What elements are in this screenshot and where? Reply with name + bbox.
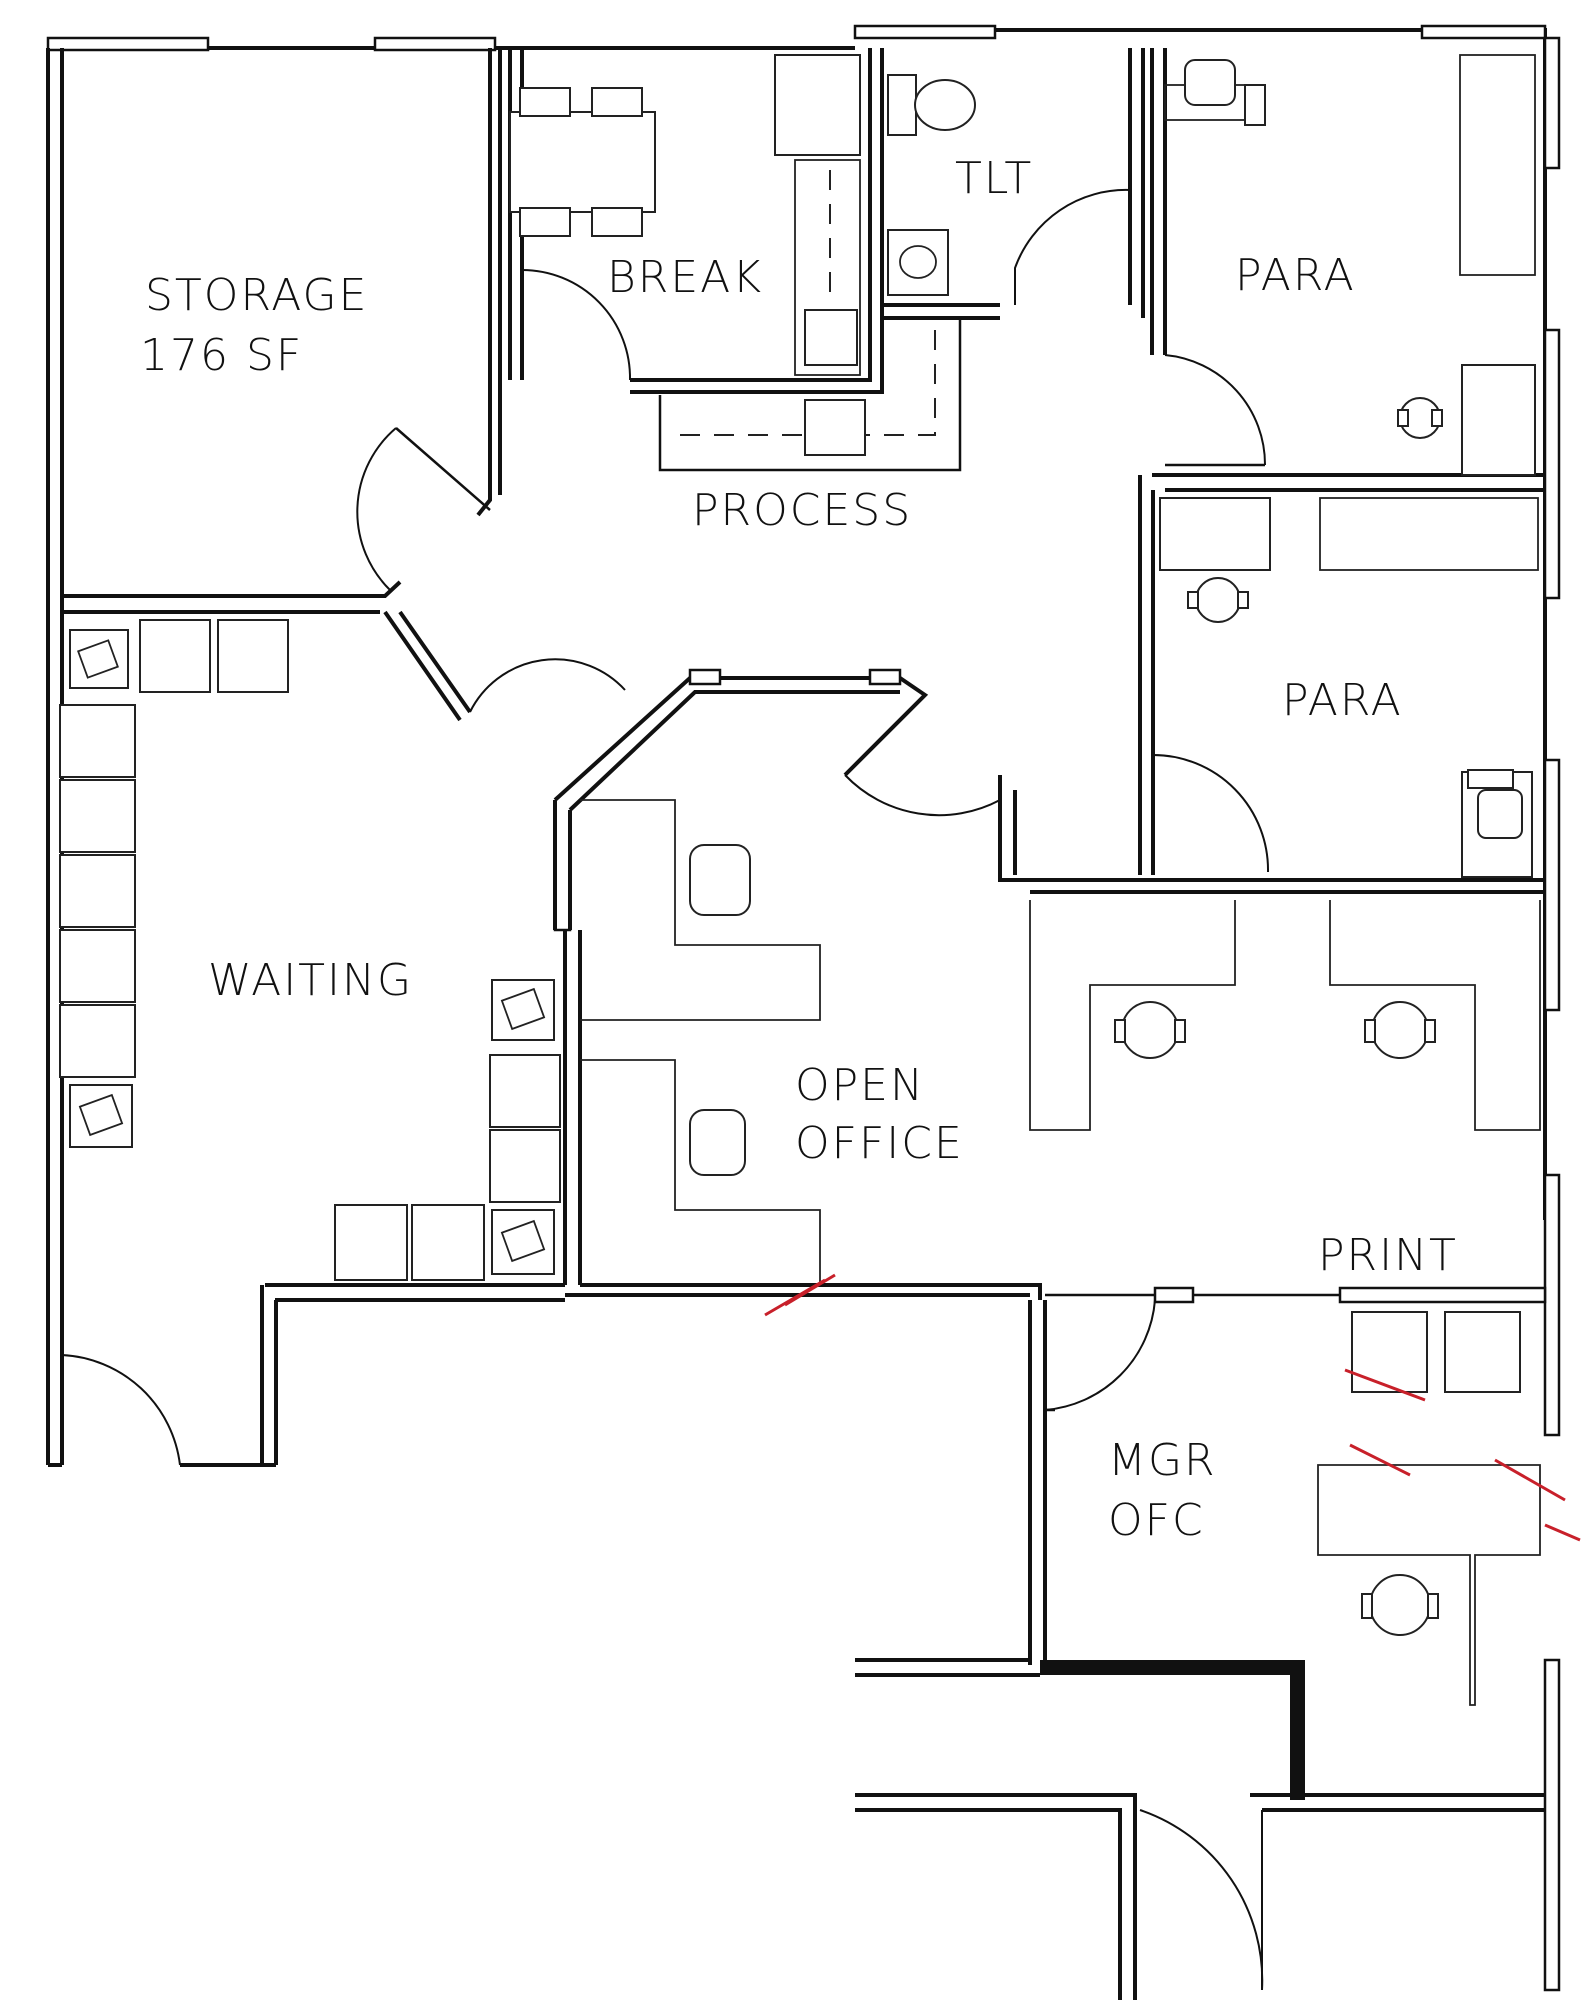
window-top-3 [853, 24, 997, 40]
chair [1351, 1311, 1428, 1393]
waiting-label: WAITING [208, 955, 413, 1006]
wall-cap [1338, 1286, 1547, 1304]
desk [1159, 497, 1271, 571]
window-right-4 [1543, 1173, 1561, 1437]
break-label: BREAK [607, 252, 763, 303]
toilet-tank [887, 74, 917, 136]
chair-arm [1244, 84, 1266, 126]
toilet-bowl-icon [914, 79, 976, 131]
markup [764, 1273, 1581, 1542]
sink-process [804, 399, 866, 456]
storage-label: STORAGE [145, 270, 368, 321]
chair-row-left [59, 704, 136, 1078]
storage-area-label: 176 SF [140, 330, 303, 381]
chair [217, 619, 289, 693]
chair-icon [1121, 1001, 1179, 1059]
chair [1444, 1311, 1521, 1393]
end-table [69, 629, 129, 689]
open-office-label-2: OFFICE [795, 1118, 964, 1169]
para-top-label: PARA [1235, 250, 1356, 301]
chair-icon [1369, 1574, 1431, 1636]
chair-icon [1195, 577, 1241, 623]
window-top-2 [373, 36, 497, 52]
counter [794, 159, 861, 376]
process-label: PROCESS [692, 485, 912, 536]
chair-icon [1477, 789, 1523, 839]
desk [1461, 364, 1536, 476]
workstation [1329, 900, 1541, 1131]
print-label: PRINT [1318, 1230, 1458, 1281]
wall-cap [688, 668, 722, 686]
chair-icon [689, 844, 751, 916]
wall-cap [868, 668, 902, 686]
chair [591, 207, 643, 237]
workstation [580, 799, 821, 1021]
open-office-label-1: OPEN [795, 1060, 925, 1111]
chair-row-bottom [334, 1204, 485, 1281]
furniture [59, 54, 1541, 1706]
window-top-4 [1420, 24, 1547, 40]
para-mid-label: PARA [1282, 675, 1403, 726]
window-right-1 [1543, 36, 1561, 170]
chair [139, 619, 211, 693]
labels: STORAGE 176 SF BREAK TLT PARA PROCESS PA… [140, 153, 1458, 1546]
chair [519, 87, 571, 117]
end-table [491, 979, 555, 1041]
end-table [491, 1209, 555, 1275]
window-right-3 [1543, 758, 1561, 1012]
chair-icon [1371, 1001, 1429, 1059]
end-table [69, 1084, 133, 1148]
window-right-2 [1543, 328, 1561, 600]
toilet-label: TLT [955, 153, 1033, 204]
wall-cap [1153, 1286, 1195, 1304]
file-cabinet [1459, 54, 1536, 276]
chair [519, 207, 571, 237]
walls [46, 24, 1561, 2000]
break-table [509, 111, 656, 213]
lavatory [887, 229, 949, 296]
refrigerator [774, 54, 861, 156]
window-top-1 [46, 36, 210, 52]
credenza [1319, 497, 1539, 571]
chair-arm [1467, 769, 1514, 789]
mgr-office-label-2: OFC [1108, 1495, 1205, 1546]
mgr-desk [1317, 1464, 1541, 1706]
mgr-office-label-1: MGR [1108, 1435, 1217, 1486]
chair [591, 87, 643, 117]
workstation [1029, 900, 1236, 1131]
chair-icon [689, 1109, 746, 1176]
chair-icon [1184, 59, 1236, 106]
sink [804, 309, 858, 366]
workstation [580, 1059, 821, 1285]
chair-row-right [489, 1054, 561, 1203]
window-right-5 [1543, 1658, 1561, 1992]
